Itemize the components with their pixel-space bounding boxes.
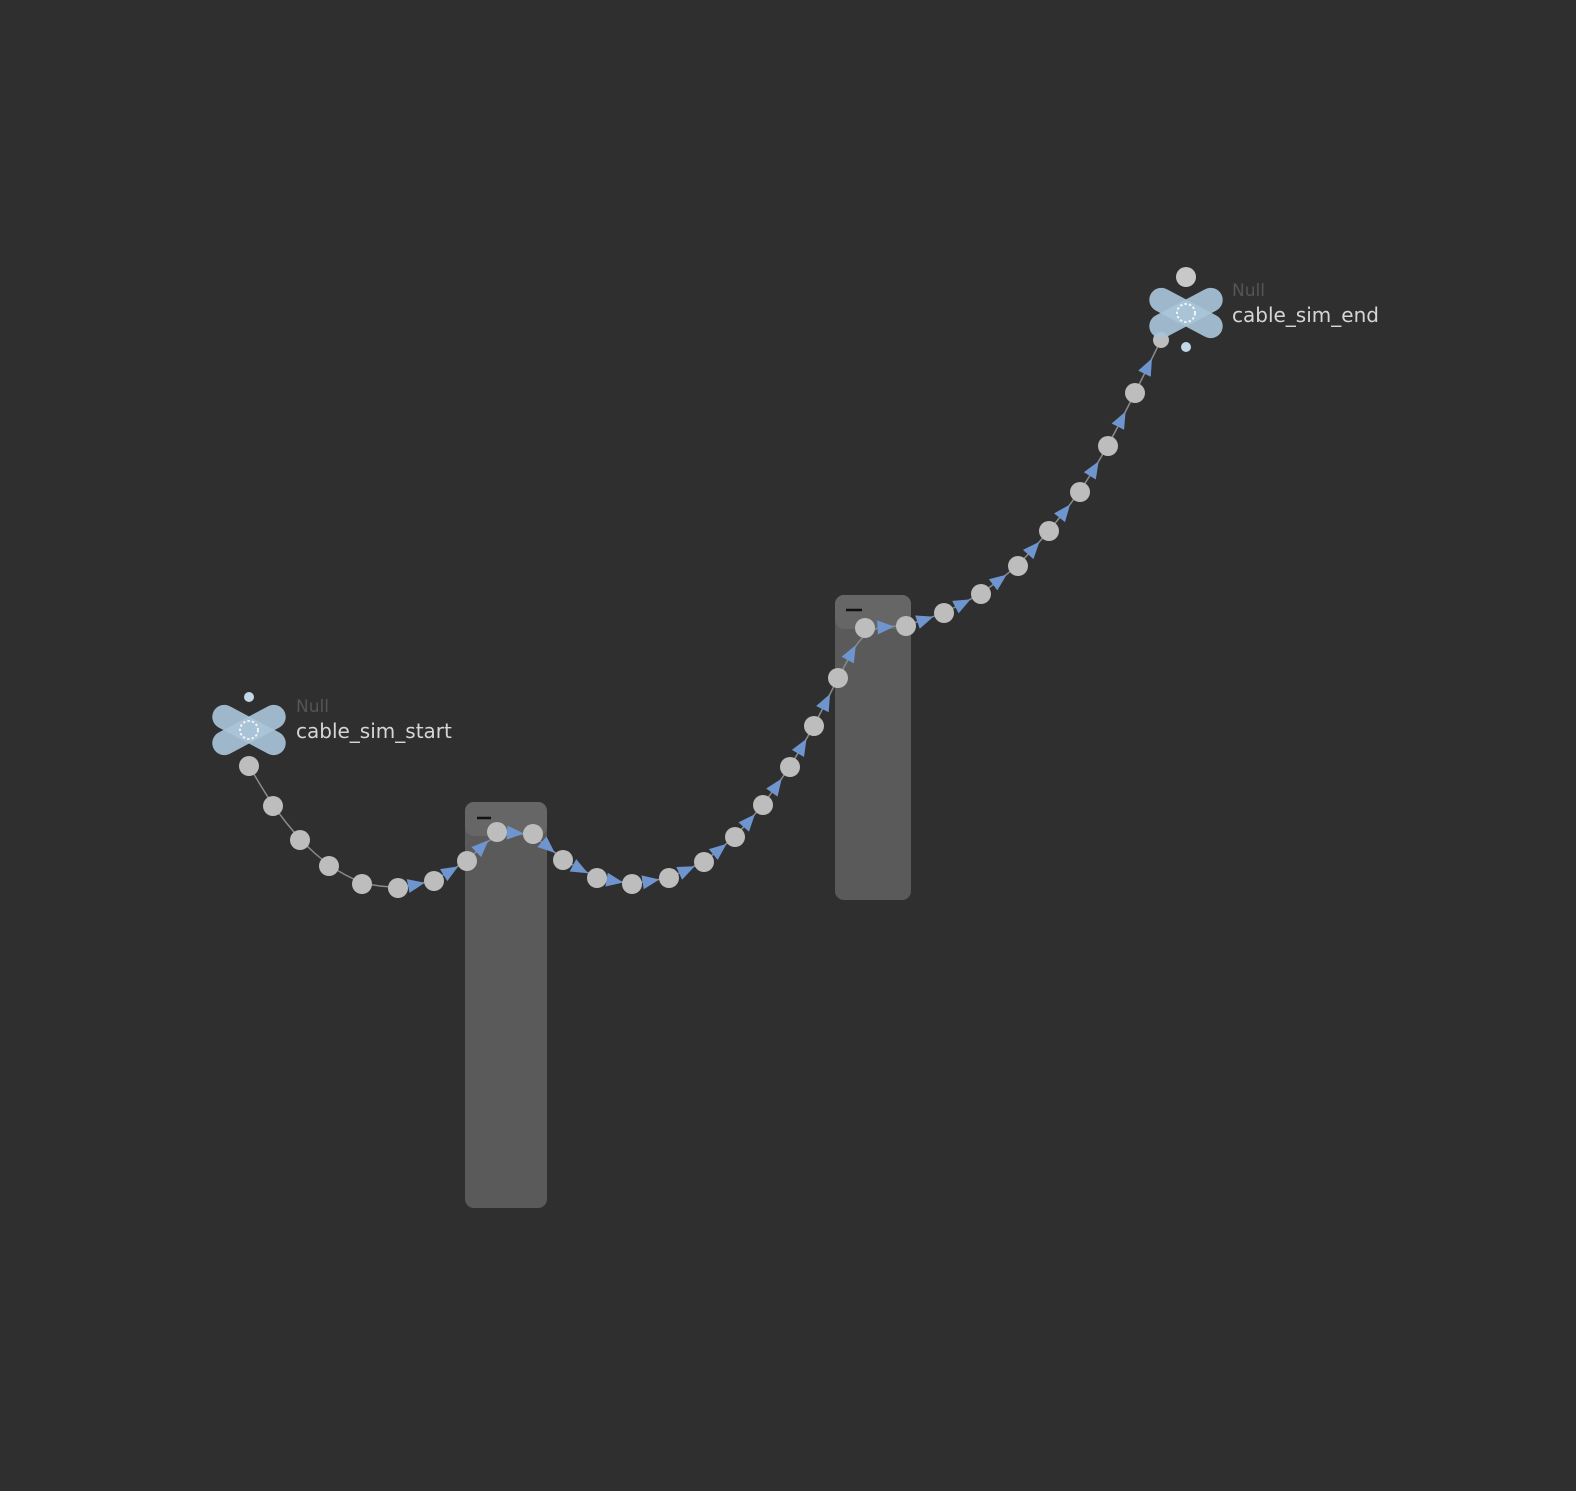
cable-point[interactable] bbox=[457, 851, 477, 871]
cable-point[interactable] bbox=[388, 878, 408, 898]
flow-arrow-icon bbox=[708, 843, 727, 860]
flow-arrow-icon bbox=[676, 866, 695, 880]
cable-point[interactable] bbox=[1008, 556, 1028, 576]
null-x-icon[interactable] bbox=[208, 701, 290, 760]
flow-arrow-icon bbox=[471, 840, 489, 858]
cable-point[interactable] bbox=[239, 756, 259, 776]
cable-point[interactable] bbox=[263, 796, 283, 816]
cable-point[interactable] bbox=[753, 795, 773, 815]
cable-point[interactable] bbox=[971, 584, 991, 604]
cable-point[interactable] bbox=[1070, 482, 1090, 502]
flow-arrow-icon bbox=[766, 778, 782, 797]
node-input-dot bbox=[244, 692, 254, 702]
cable-point[interactable] bbox=[319, 856, 339, 876]
node-input-port[interactable] bbox=[1176, 267, 1196, 287]
flow-arrow-icon bbox=[1022, 541, 1040, 560]
flow-arrow-icon bbox=[537, 836, 555, 853]
post-block-left[interactable] bbox=[465, 802, 547, 1208]
post-block-right[interactable] bbox=[835, 595, 911, 900]
cable-point[interactable] bbox=[1098, 436, 1118, 456]
node-cable-sim-start[interactable]: Null cable_sim_start bbox=[208, 692, 452, 759]
cable-point[interactable] bbox=[1125, 383, 1145, 403]
cable-wire[interactable] bbox=[248, 339, 1162, 888]
flow-arrow-icon bbox=[791, 738, 807, 757]
cable-point[interactable] bbox=[694, 852, 714, 872]
cable-point[interactable] bbox=[725, 827, 745, 847]
cable-flow-arrows bbox=[406, 358, 1152, 893]
null-x-icon[interactable] bbox=[1145, 284, 1227, 343]
cable-point[interactable] bbox=[804, 716, 824, 736]
flow-arrow-icon bbox=[915, 615, 934, 629]
cable-wire-path[interactable] bbox=[248, 339, 1162, 888]
cable-point[interactable] bbox=[487, 822, 507, 842]
cable-point[interactable] bbox=[780, 757, 800, 777]
cable-points[interactable] bbox=[239, 332, 1169, 898]
flow-arrow-icon bbox=[1083, 461, 1099, 480]
node-name-label[interactable]: cable_sim_end bbox=[1232, 303, 1379, 327]
cable-point[interactable] bbox=[855, 618, 875, 638]
flow-arrow-icon bbox=[816, 693, 831, 713]
flow-arrow-icon bbox=[952, 599, 971, 614]
flow-arrow-icon bbox=[841, 645, 856, 664]
cable-point[interactable] bbox=[622, 874, 642, 894]
cable-point[interactable] bbox=[1039, 521, 1059, 541]
flow-arrow-icon bbox=[988, 574, 1007, 591]
cable-point[interactable] bbox=[587, 868, 607, 888]
flow-arrow-icon bbox=[1054, 504, 1071, 523]
flow-arrow-icon bbox=[738, 814, 755, 832]
cable-point[interactable] bbox=[553, 850, 573, 870]
flow-arrow-icon bbox=[506, 825, 524, 840]
flow-arrow-icon bbox=[1138, 358, 1152, 377]
cable-point[interactable] bbox=[352, 874, 372, 894]
node-type-label: Null bbox=[296, 697, 329, 717]
cable-point[interactable] bbox=[290, 830, 310, 850]
flow-arrow-icon bbox=[1111, 411, 1126, 430]
node-type-label: Null bbox=[1232, 281, 1265, 301]
flow-arrow-icon bbox=[877, 620, 895, 635]
flow-arrow-icon bbox=[605, 872, 624, 887]
cable-point[interactable] bbox=[523, 824, 543, 844]
flow-arrow-icon bbox=[641, 875, 660, 890]
cable-point[interactable] bbox=[828, 668, 848, 688]
cable-point[interactable] bbox=[896, 616, 916, 636]
cable-point[interactable] bbox=[934, 603, 954, 623]
cable-point[interactable] bbox=[659, 868, 679, 888]
node-name-label[interactable]: cable_sim_start bbox=[296, 719, 452, 743]
node-output-dot bbox=[1181, 342, 1191, 352]
node-cable-sim-end[interactable]: Null cable_sim_end bbox=[1145, 267, 1379, 352]
cable-point[interactable] bbox=[424, 871, 444, 891]
flow-arrow-icon bbox=[569, 859, 588, 874]
flow-arrow-icon bbox=[440, 866, 459, 882]
flow-arrow-icon bbox=[406, 879, 425, 893]
